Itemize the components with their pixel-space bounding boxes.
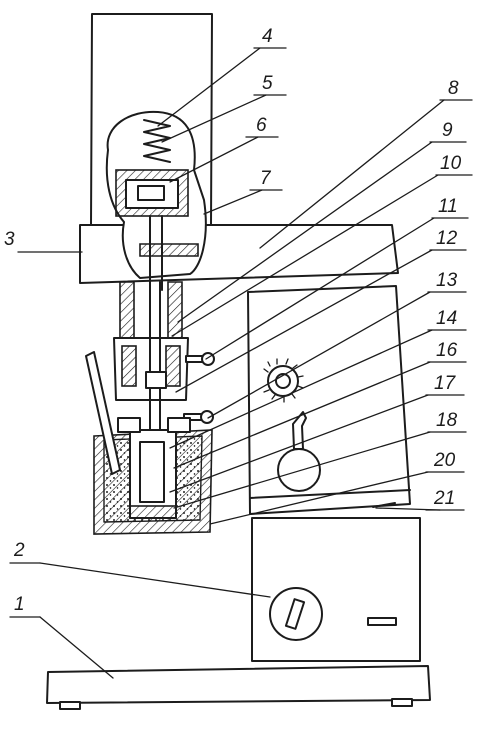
callout-4: 4 <box>262 26 273 47</box>
callout-21: 21 <box>433 488 455 509</box>
callout-8: 8 <box>448 78 459 99</box>
callout-13: 13 <box>436 270 458 291</box>
callout-6: 6 <box>256 115 267 136</box>
dial-gear <box>267 365 299 397</box>
callout-14: 14 <box>436 308 457 329</box>
base-plate <box>46 665 431 710</box>
control-knob <box>269 587 323 641</box>
control-box <box>251 517 421 662</box>
callout-2: 2 <box>13 540 25 561</box>
callout-18: 18 <box>436 410 458 431</box>
callout-7: 7 <box>260 168 272 189</box>
head-cutaway <box>105 110 207 291</box>
callout-labels: 1 2 3 4 5 6 7 8 9 10 11 12 13 14 16 17 1… <box>4 26 462 615</box>
upper-cabinet <box>247 285 411 515</box>
thermometer <box>85 351 121 475</box>
callout-9: 9 <box>442 120 453 141</box>
shaft-housing <box>113 281 215 441</box>
callout-12: 12 <box>436 228 458 249</box>
leader-lines <box>9 47 473 679</box>
thermostatic-bath <box>85 351 213 535</box>
callout-20: 20 <box>433 450 456 471</box>
callout-1: 1 <box>14 594 25 615</box>
callout-3: 3 <box>4 229 15 250</box>
callout-16: 16 <box>436 340 458 361</box>
callout-11: 11 <box>438 196 458 217</box>
callout-5: 5 <box>262 73 273 94</box>
callout-17: 17 <box>434 373 457 394</box>
callout-10: 10 <box>440 153 462 174</box>
